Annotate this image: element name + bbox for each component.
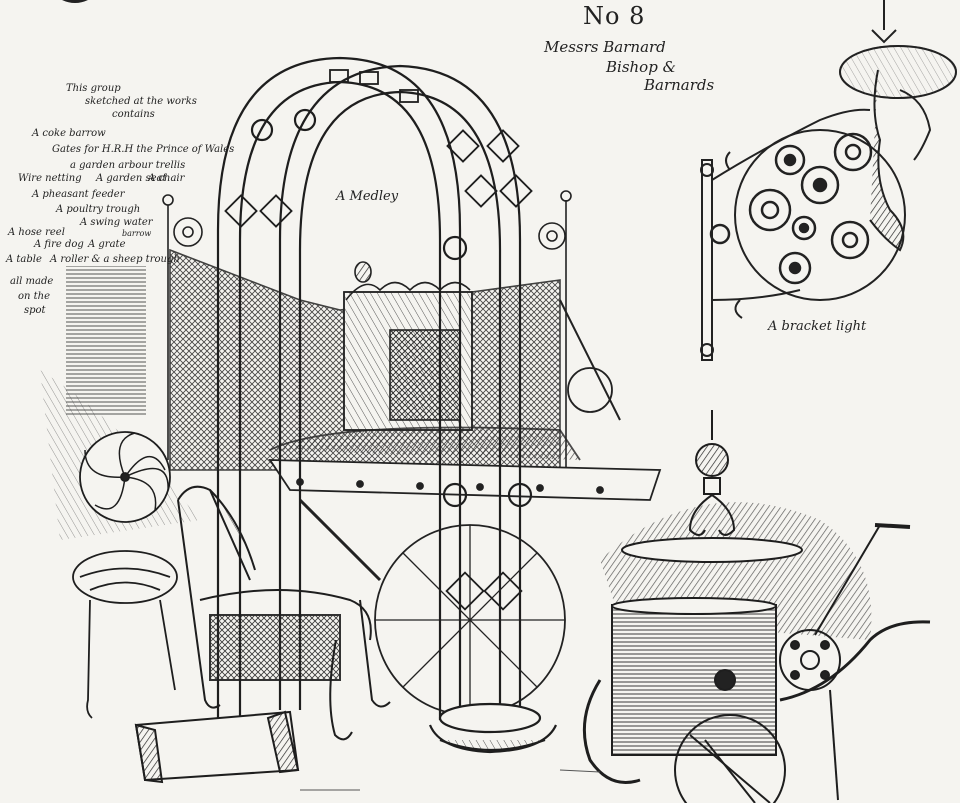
item-grate: A grate — [88, 239, 126, 250]
item-swing-water: A swing water — [80, 217, 153, 228]
footnote-line-1: all made — [10, 276, 54, 287]
item-hose-reel: A hose reel — [8, 227, 65, 238]
ground-lines — [300, 769, 601, 791]
hose-reel-drawing — [779, 523, 931, 801]
item-coke-barrow: A coke barrow — [32, 128, 106, 139]
maker-line-2: Bishop & — [606, 58, 676, 76]
footnote-line-3: spot — [24, 305, 46, 316]
item-pheasant-feeder: A pheasant feeder — [32, 189, 125, 200]
item-wire-netting: Wire netting — [18, 173, 82, 184]
arbour-trellis-drawing — [216, 56, 558, 754]
item-table: A table — [6, 254, 42, 265]
item-roller-sheep-trough: A roller & a sheep trough — [50, 254, 180, 265]
bracket-light-caption: A bracket light — [768, 319, 867, 334]
maker-line-1: Messrs Barnard — [544, 38, 666, 56]
item-arbour-trellis: a garden arbour trellis — [70, 160, 186, 171]
item-swing-water-barrow: barrow — [122, 229, 152, 238]
coke-barrow-drawing — [268, 299, 662, 716]
gates-drawing — [162, 190, 572, 471]
item-fire-dog: A fire dog — [34, 239, 84, 250]
table-drawing — [621, 410, 803, 563]
plate-number: No 8 — [583, 2, 646, 30]
intro-line-3: contains — [112, 109, 155, 120]
garden-seat-drawing — [177, 485, 391, 741]
item-poultry-trough: A poultry trough — [56, 204, 141, 215]
intro-line-2: sketched at the works — [85, 96, 197, 107]
item-gates: Gates for H.R.H the Prince of Wales — [52, 144, 235, 155]
bracket-light-drawing — [700, 0, 957, 361]
footnote-line-2: on the — [18, 291, 51, 302]
corner-fragment — [62, 0, 88, 3]
maker-line-3: Barnards — [644, 76, 715, 94]
item-chair: A chair — [148, 173, 185, 184]
item-garden-seat: A garden seat — [96, 173, 167, 184]
water-barrow-drawing — [582, 597, 786, 803]
intro-line-1: This group — [66, 83, 121, 94]
center-caption: A Medley — [336, 189, 399, 204]
garden-chair-drawing — [72, 431, 178, 719]
poultry-trough-drawing — [134, 710, 300, 784]
